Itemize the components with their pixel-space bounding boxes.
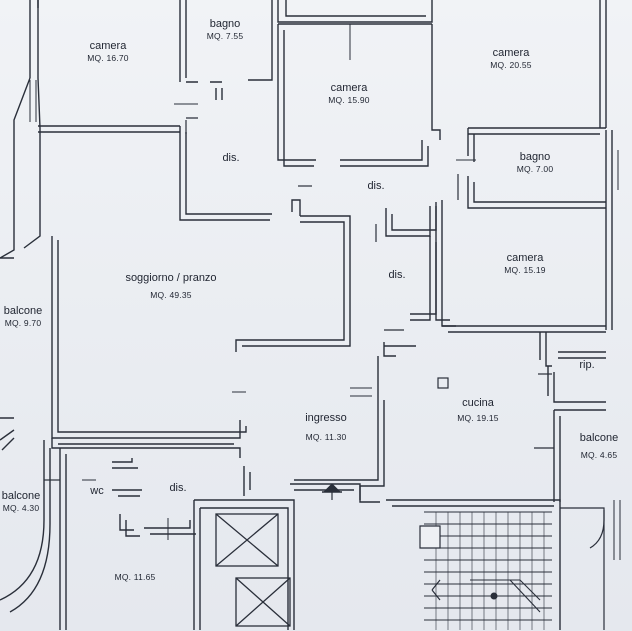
room-name: dis.: [169, 482, 187, 494]
room-name: wc: [90, 485, 104, 497]
room-name: balcone: [1, 490, 41, 502]
room-name: soggiorno / pranzo: [125, 272, 217, 284]
room-dis-2: dis.: [361, 180, 391, 193]
room-area: MQ. 49.35: [150, 290, 192, 301]
room-area: MQ. 11.30: [305, 432, 347, 443]
room-soggiorno: soggiorno / pranzo MQ. 49.35: [112, 272, 230, 300]
room-area: MQ. 19.15: [457, 413, 499, 424]
room-name: rip.: [579, 359, 595, 371]
room-camera-c: camera MQ. 15.90: [318, 82, 380, 105]
room-name: balcone: [3, 305, 43, 317]
room-area: MQ. 4.30: [2, 503, 40, 514]
room-name: ingresso: [305, 412, 347, 424]
room-cucina: cucina MQ. 19.15: [448, 397, 508, 423]
room-area: MQ. 9.70: [4, 318, 42, 329]
room-dis-3: dis.: [382, 269, 412, 282]
room-name: camera: [89, 40, 127, 52]
room-name: bagno: [519, 151, 551, 163]
room-dis-4: dis.: [163, 482, 193, 495]
room-balcone-w: balcone MQ. 9.70: [0, 305, 46, 328]
room-bagno-e: bagno MQ. 7.00: [505, 151, 565, 174]
room-camera-e: camera MQ. 15.19: [494, 252, 556, 275]
room-bagno-n: bagno MQ. 7.55: [196, 18, 254, 41]
room-name: camera: [506, 252, 544, 264]
room-area: MQ. 7.00: [516, 164, 554, 175]
room-name: camera: [330, 82, 368, 94]
room-wc: wc: [82, 485, 112, 498]
room-area: MQ. 15.90: [328, 95, 370, 106]
room-area: MQ. 20.55: [490, 60, 532, 71]
room-south: MQ. 11.65: [102, 572, 168, 582]
room-name: dis.: [367, 180, 385, 192]
room-name: bagno: [209, 18, 241, 30]
room-balcone-e: balcone MQ. 4.65: [568, 432, 630, 460]
room-area: MQ. 4.65: [580, 450, 618, 461]
room-area: MQ. 15.19: [504, 265, 546, 276]
room-area: MQ. 11.65: [114, 572, 156, 582]
room-area: MQ. 16.70: [87, 53, 129, 64]
room-ingresso: ingresso MQ. 11.30: [294, 412, 358, 442]
room-name: balcone: [579, 432, 619, 444]
room-camera-ne: camera MQ. 20.55: [480, 47, 542, 70]
room-name: camera: [492, 47, 530, 59]
room-camera-nw: camera MQ. 16.70: [78, 40, 138, 63]
room-balcone-sw: balcone MQ. 4.30: [0, 490, 42, 513]
room-area: MQ. 7.55: [206, 31, 244, 42]
room-name: cucina: [462, 397, 494, 409]
room-dis-1: dis.: [216, 152, 246, 165]
room-name: dis.: [222, 152, 240, 164]
room-rip: rip.: [572, 359, 602, 372]
room-name: dis.: [388, 269, 406, 281]
